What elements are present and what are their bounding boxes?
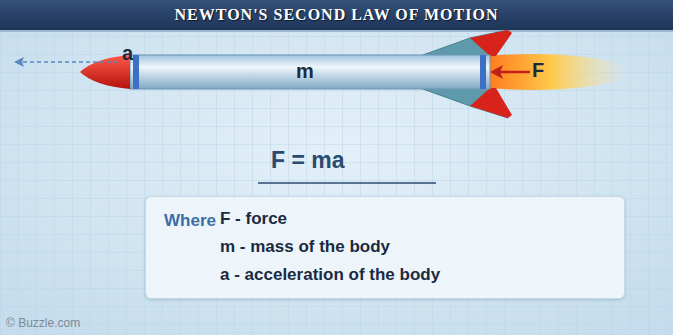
force-symbol: F	[532, 59, 544, 82]
formula: F = ma	[271, 147, 345, 174]
definition-line: F - force	[220, 209, 287, 229]
definition-line: m - mass of the body	[220, 237, 390, 257]
mass-symbol: m	[296, 60, 314, 83]
acceleration-symbol: a	[122, 42, 133, 65]
panel-heading: Where	[164, 211, 216, 231]
definition-panel: WhereF - force m - mass of the body a - ac…	[145, 196, 625, 299]
definition-line: a - acceleration of the body	[220, 265, 440, 285]
header-title: NEWTON'S SECOND LAW OF MOTION	[0, 6, 673, 24]
watermark: © Buzzle.com	[6, 316, 80, 330]
